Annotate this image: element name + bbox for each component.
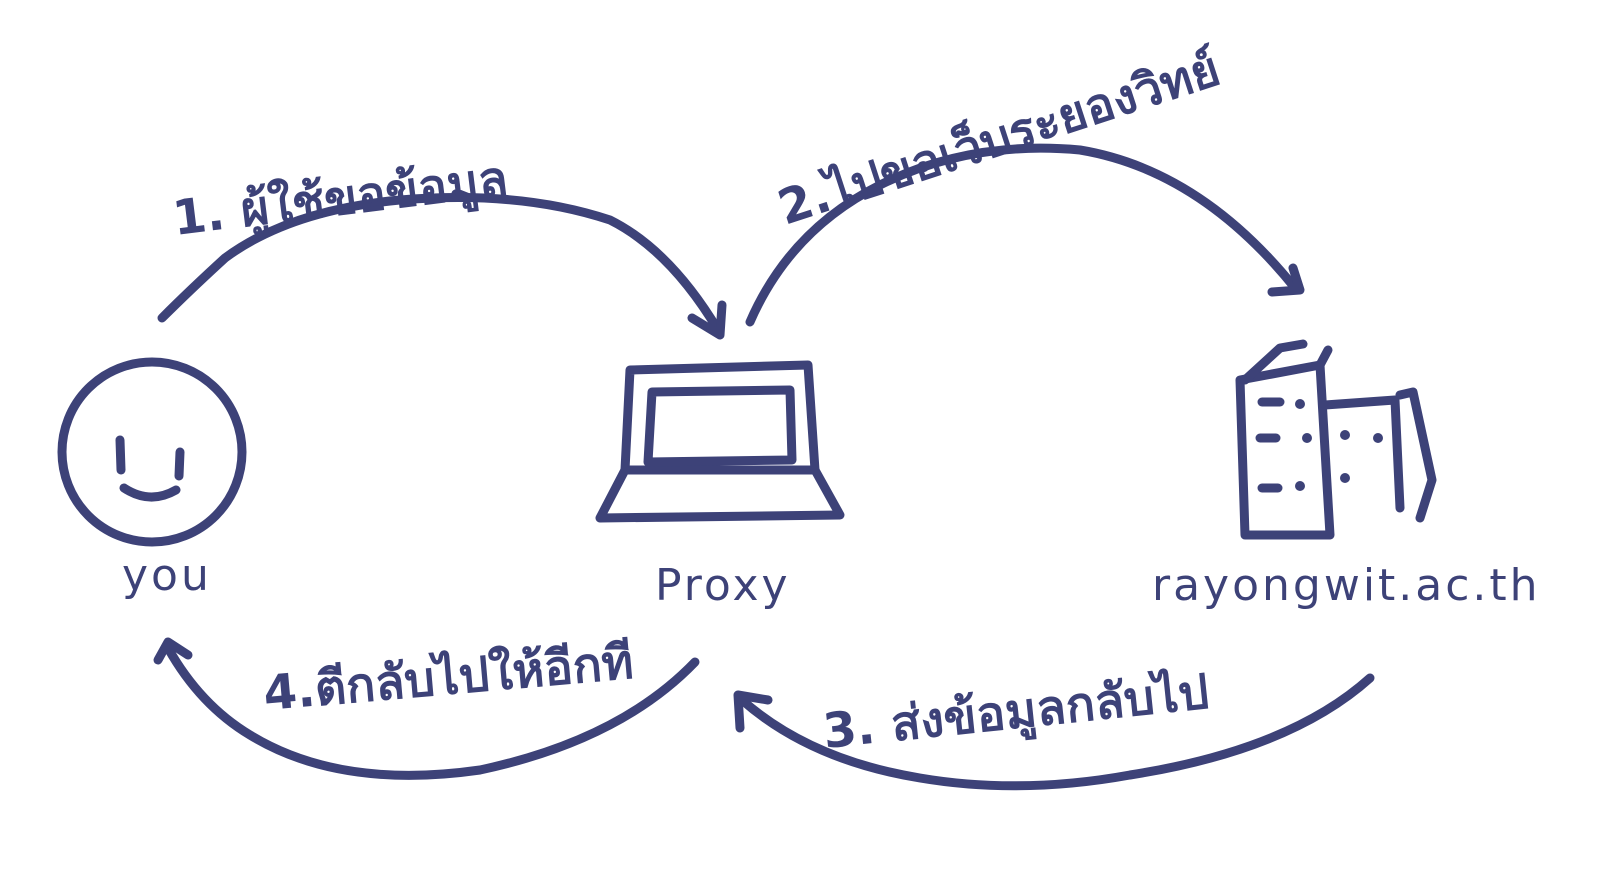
arrow-step3 <box>733 673 1375 791</box>
arrow-step1 <box>157 193 727 340</box>
step4-label: 4.ตีกลับไปให้อีกที <box>261 633 636 722</box>
step1-label: 1. ผู้ใช้ขอข้อมูล <box>170 149 512 249</box>
arrow-step2 <box>745 143 1305 327</box>
server-label: rayongwit.ac.th <box>1152 560 1541 611</box>
you-label: you <box>122 550 212 601</box>
laptop-icon <box>595 360 845 523</box>
user-icon <box>57 357 247 547</box>
arrow-step4 <box>153 637 700 780</box>
proxy-label: Proxy <box>655 560 791 611</box>
step3-label: 3. ส่งข้อมูลกลับไป <box>820 663 1211 762</box>
building-icon <box>1235 339 1437 540</box>
step2-label: 2.ไปขอเว็บระยองวิทย์ <box>771 39 1227 236</box>
